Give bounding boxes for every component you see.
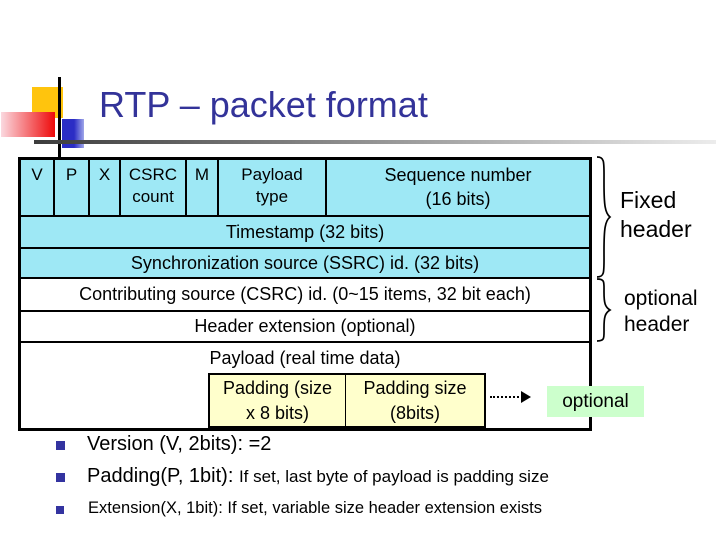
decor-red-square bbox=[1, 112, 55, 137]
bullet-version: Version (V, 2bits): =2 bbox=[56, 433, 271, 456]
cell-extension-flag: X bbox=[90, 160, 121, 215]
table-row-flags: V P X CSRC count M Payload type Sequence… bbox=[21, 160, 589, 215]
bullet-extension-rest: If set, variable size header extension e… bbox=[227, 499, 542, 517]
table-row-csrc: Contributing source (CSRC) id. (0~15 ite… bbox=[21, 277, 589, 310]
bullet-padding-rest: If set, last byte of payload is padding … bbox=[238, 467, 549, 486]
bullet-padding: Padding(P, 1bit): If set, last byte of p… bbox=[56, 465, 549, 488]
cell-padding-flag: P bbox=[55, 160, 90, 215]
cell-version: V bbox=[21, 160, 55, 215]
bullet-square-icon bbox=[56, 473, 65, 482]
padding-size-box: Padding size (8bits) bbox=[346, 373, 486, 428]
bullet-square-icon bbox=[56, 441, 65, 450]
table-row-ssrc: Synchronization source (SSRC) id. (32 bi… bbox=[21, 247, 589, 277]
bullet-padding-lead: Padding(P, 1bit): bbox=[87, 465, 239, 487]
dotted-arrow-line-icon bbox=[490, 396, 523, 398]
bullet-version-text: Version (V, 2bits): =2 bbox=[87, 433, 272, 455]
cell-sequence-number: Sequence number (16 bits) bbox=[384, 165, 532, 209]
cell-csrc-count: CSRC count bbox=[121, 160, 187, 215]
optional-header-brace-icon bbox=[594, 278, 612, 342]
table-row-payload: Payload (real time data) Padding (size x… bbox=[21, 341, 589, 428]
decor-horizontal-rule bbox=[34, 140, 716, 144]
optional-chip: optional bbox=[547, 386, 644, 417]
table-row-timestamp: Timestamp (32 bits) bbox=[21, 215, 589, 247]
dotted-arrow-head-icon bbox=[521, 391, 531, 403]
bullet-square-icon bbox=[56, 506, 64, 514]
packet-format-table: V P X CSRC count M Payload type Sequence… bbox=[18, 157, 592, 431]
payload-label: Payload (real time data) bbox=[209, 348, 401, 368]
fixed-header-label: Fixed header bbox=[620, 187, 692, 242]
table-row-header-extension: Header extension (optional) bbox=[21, 310, 589, 341]
cell-marker: M bbox=[187, 160, 219, 215]
decor-vertical-line bbox=[58, 77, 61, 163]
fixed-header-brace-icon bbox=[594, 156, 612, 278]
padding-box: Padding (size x 8 bits) bbox=[208, 373, 347, 428]
bullet-extension-lead: Extension(X, 1bit): bbox=[88, 499, 228, 517]
optional-header-label: optional header bbox=[624, 287, 698, 337]
slide-title: RTP – packet format bbox=[99, 84, 428, 125]
bullet-extension: Extension(X, 1bit): If set, variable siz… bbox=[56, 499, 542, 518]
cell-payload-type: Payload type bbox=[219, 160, 327, 215]
